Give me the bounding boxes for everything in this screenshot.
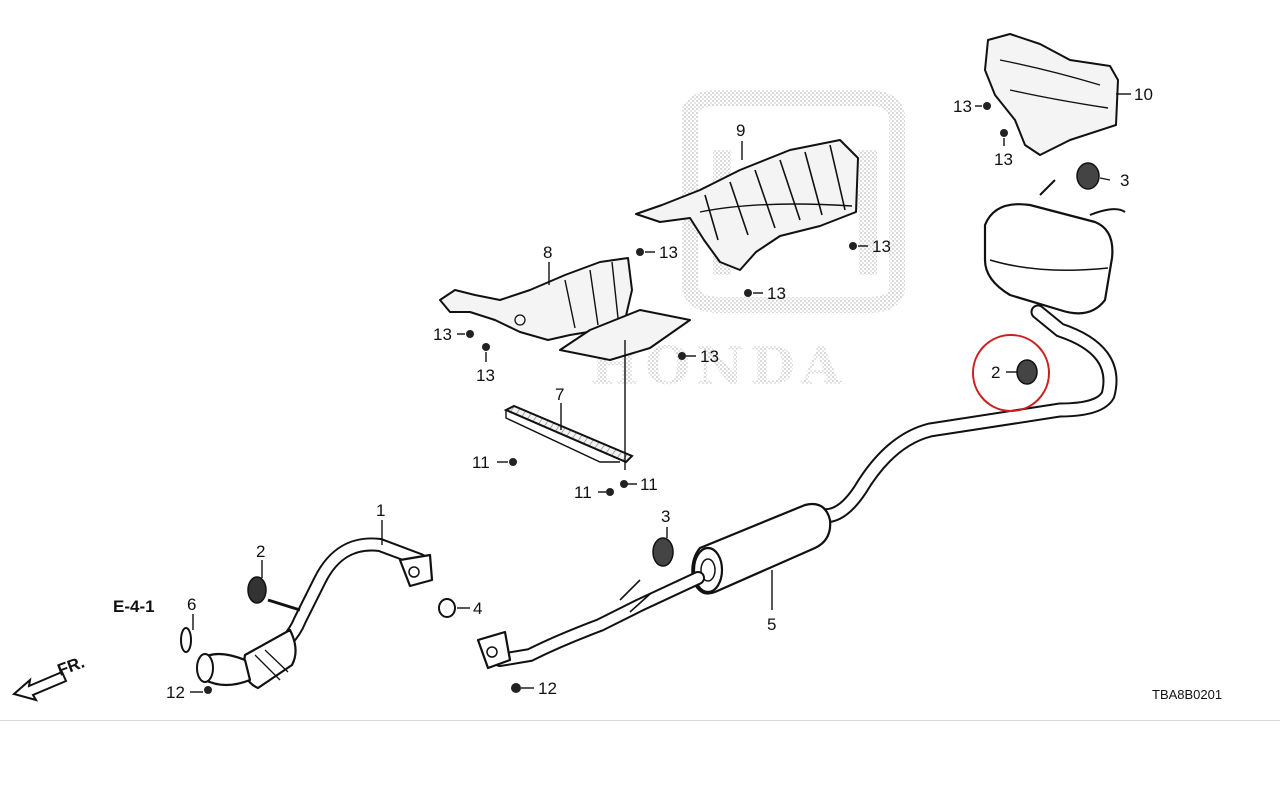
callout-1[interactable]: 1: [376, 501, 385, 520]
reference-label[interactable]: E-4-1: [113, 597, 155, 616]
center-muffler-5: [691, 502, 832, 595]
callout-10[interactable]: 10: [1134, 85, 1153, 104]
arrow-left-icon: [11, 670, 68, 702]
rubber-mount-2-front: [247, 576, 267, 604]
callout-2[interactable]: 2: [991, 363, 1000, 382]
leader-lines: [190, 93, 1131, 693]
exhaust-parts-diagram: HONDA: [0, 33, 1280, 721]
front-direction-arrow: FR.: [11, 653, 87, 702]
diagram-canvas: HONDA: [11, 33, 1222, 702]
callout-13[interactable]: 13: [767, 284, 786, 303]
callout-13[interactable]: 13: [659, 243, 678, 262]
heat-shield-9: [635, 139, 859, 271]
heat-shield-10: [984, 33, 1119, 156]
front-label: FR.: [55, 653, 87, 680]
hardware-parts: [180, 102, 1100, 694]
rubber-mount-2-rear: [1016, 359, 1038, 385]
callout-12[interactable]: 12: [538, 679, 557, 698]
callout-7[interactable]: 7: [555, 385, 564, 404]
heat-shield-8: [439, 257, 691, 361]
callout-11[interactable]: 11: [472, 453, 490, 472]
callout-3[interactable]: 3: [661, 507, 670, 526]
callout-11[interactable]: 11: [574, 483, 592, 502]
center-exhaust-pipe: [812, 304, 1118, 524]
callouts: 1 2 2 3 3 4 5 6 7 8 9 10 11 11 11 12 12 …: [166, 85, 1153, 702]
callout-5[interactable]: 5: [767, 615, 776, 634]
callout-3[interactable]: 3: [1120, 171, 1129, 190]
callout-9[interactable]: 9: [736, 121, 745, 140]
callout-8[interactable]: 8: [543, 243, 552, 262]
rear-silencer: [983, 179, 1126, 315]
rubber-mount-3-rear: [1076, 162, 1100, 190]
front-connecting-pipe: [476, 571, 705, 670]
callout-13[interactable]: 13: [476, 366, 495, 385]
front-exhaust-pipe-1: [196, 537, 434, 690]
diagram-code: TBA8B0201: [1152, 687, 1222, 702]
highlight-ring: [972, 334, 1050, 412]
callout-13[interactable]: 13: [433, 325, 452, 344]
callout-4[interactable]: 4: [473, 599, 482, 618]
bracket-7: [503, 404, 634, 464]
callout-12[interactable]: 12: [166, 683, 185, 702]
callout-13[interactable]: 13: [994, 150, 1013, 169]
callout-13[interactable]: 13: [872, 237, 891, 256]
gasket-6: [180, 627, 192, 653]
callout-11[interactable]: 11: [640, 475, 658, 494]
rubber-mount-3-center: [652, 537, 674, 567]
callout-13[interactable]: 13: [953, 97, 972, 116]
callout-13[interactable]: 13: [700, 347, 719, 366]
callout-6[interactable]: 6: [187, 595, 196, 614]
gasket-4: [438, 598, 456, 618]
callout-2[interactable]: 2: [256, 542, 265, 561]
